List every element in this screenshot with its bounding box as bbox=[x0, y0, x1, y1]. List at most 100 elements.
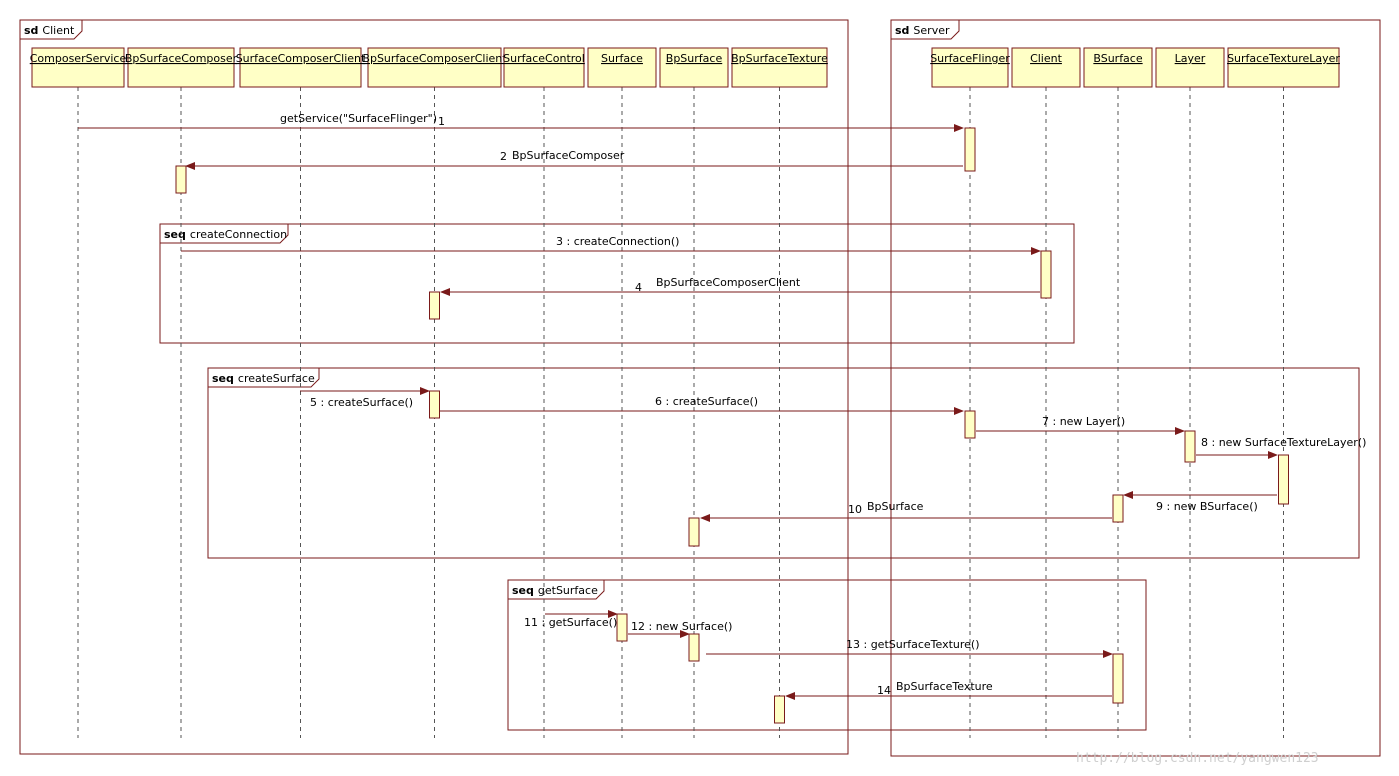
lifeline-BSurface: BSurface bbox=[1083, 47, 1153, 738]
message-11: 11 : getSurface() bbox=[524, 610, 618, 629]
lifeline-box bbox=[127, 47, 235, 88]
frame-keyword: sd bbox=[895, 24, 909, 37]
activation-bar-BpSurfaceComposer bbox=[175, 165, 187, 194]
message-label: 11 : getSurface() bbox=[524, 616, 617, 629]
message-12: 12 : new Surface() bbox=[628, 620, 732, 638]
message-1: getService("SurfaceFlinger")1 bbox=[78, 112, 964, 132]
activation-bar-SurfaceFlinger bbox=[964, 127, 976, 172]
lifeline-box bbox=[503, 47, 585, 88]
message-10: BpSurface 10 bbox=[700, 500, 1112, 522]
frame-name: getSurface bbox=[538, 584, 598, 597]
message-6: 6 : createSurface() bbox=[440, 395, 964, 415]
lifeline-label: SurfaceControl bbox=[503, 52, 585, 65]
message-label: getService("SurfaceFlinger") bbox=[280, 112, 437, 125]
frame-server: sd Server bbox=[890, 19, 1381, 757]
frame-name: createConnection bbox=[190, 228, 287, 241]
lifeline-label: Client bbox=[1030, 52, 1063, 65]
message-number: 4 bbox=[635, 281, 642, 294]
message-label: 3 : createConnection() bbox=[556, 235, 679, 248]
message-number: 10 bbox=[848, 503, 862, 516]
lifeline-label: SurfaceFlinger bbox=[930, 52, 1010, 65]
message-label: BpSurfaceComposer bbox=[512, 149, 625, 162]
lifeline-label: BpSurfaceComposer bbox=[125, 52, 238, 65]
activation-bar-Layer bbox=[1184, 430, 1196, 463]
frame-tab bbox=[507, 579, 605, 600]
lifeline-box bbox=[587, 47, 657, 88]
frame-border bbox=[159, 223, 1075, 344]
lifeline-Client: Client bbox=[1011, 47, 1081, 738]
frame-keyword: seq bbox=[164, 228, 186, 241]
lifeline-box bbox=[367, 47, 502, 88]
message-label: 8 : new SurfaceTextureLayer() bbox=[1201, 436, 1366, 449]
lifeline-BpSurfaceComposer: BpSurfaceComposer bbox=[125, 47, 238, 738]
frame-seq_createSurface: seq createSurface bbox=[207, 367, 1360, 559]
message-number: 14 bbox=[877, 684, 891, 697]
lifeline-label: ComposerService bbox=[30, 52, 127, 65]
lifeline-SurfaceControl: SurfaceControl bbox=[503, 47, 585, 738]
lifeline-box bbox=[659, 47, 729, 88]
lifeline-label: SurfaceTextureLayer bbox=[1227, 52, 1340, 65]
message-label: 13 : getSurfaceTexture() bbox=[846, 638, 980, 651]
lifeline-ComposerService: ComposerService bbox=[30, 47, 127, 738]
lifeline-label: BpSurfaceComposerClient bbox=[362, 52, 507, 65]
message-label: BpSurface bbox=[867, 500, 924, 513]
lifeline-box bbox=[1155, 47, 1225, 88]
lifeline-label: SurfaceComposerClient bbox=[236, 52, 366, 65]
activation-bar-BpSurfaceTexture bbox=[774, 695, 785, 724]
message-label: 9 : new BSurface() bbox=[1156, 500, 1258, 513]
lifeline-box bbox=[1011, 47, 1081, 88]
frame-title: sd Server bbox=[895, 24, 950, 37]
activation-bar-Surface bbox=[616, 613, 628, 642]
watermark-text: http://blog.csdn.net/yangwen123 bbox=[1076, 751, 1319, 766]
frame-title: sd Client bbox=[24, 24, 75, 37]
message-3: 3 : createConnection() bbox=[181, 235, 1041, 255]
frame-border bbox=[890, 19, 1381, 757]
message-label: BpSurfaceTexture bbox=[896, 680, 993, 693]
activation-bar-BpSurface bbox=[688, 633, 700, 662]
lifeline-SurfaceTextureLayer: SurfaceTextureLayer bbox=[1227, 47, 1340, 738]
frame-title: seq getSurface bbox=[512, 584, 598, 597]
frame-name: Server bbox=[913, 24, 950, 37]
frame-tab bbox=[890, 19, 960, 40]
activation-bar-SurfaceFlinger bbox=[964, 410, 976, 439]
activation-bar-SurfaceTextureLayer bbox=[1278, 454, 1289, 505]
message-label: 7 : new Layer() bbox=[1042, 415, 1125, 428]
activation-bar-BpSurface bbox=[688, 517, 700, 547]
lifeline-label: Surface bbox=[601, 52, 643, 65]
lifeline-box bbox=[731, 47, 828, 88]
frame-title: seq createConnection bbox=[164, 228, 287, 241]
lifeline-Layer: Layer bbox=[1155, 47, 1225, 738]
frame-border bbox=[207, 367, 1360, 559]
frame-name: createSurface bbox=[238, 372, 315, 385]
lifeline-box bbox=[1083, 47, 1153, 88]
frame-keyword: seq bbox=[212, 372, 234, 385]
frame-border bbox=[19, 19, 849, 755]
lifeline-label: BpSurfaceTexture bbox=[731, 52, 828, 65]
message-number: 2 bbox=[500, 150, 507, 163]
frame-title: seq createSurface bbox=[212, 372, 315, 385]
lifeline-BpSurface: BpSurface bbox=[659, 47, 729, 738]
activation-bar-BSurface bbox=[1112, 653, 1124, 704]
activation-bar-Client bbox=[1040, 250, 1052, 299]
frame-name: Client bbox=[42, 24, 75, 37]
lifeline-box bbox=[239, 47, 362, 88]
frame-keyword: sd bbox=[24, 24, 38, 37]
message-label: 12 : new Surface() bbox=[631, 620, 732, 633]
activation-bar-BSurface bbox=[1112, 494, 1124, 523]
frame-seq_getSurface: seq getSurface bbox=[507, 579, 1147, 731]
frame-seq_createConnection: seq createConnection bbox=[159, 223, 1075, 344]
message-7: 7 : new Layer() bbox=[976, 415, 1185, 435]
frame-client: sd Client bbox=[19, 19, 849, 755]
lifeline-SurfaceComposerClient: SurfaceComposerClient bbox=[236, 47, 366, 738]
message-label: 5 : createSurface() bbox=[310, 396, 413, 409]
frame-tab bbox=[159, 223, 289, 244]
message-number: 1 bbox=[438, 115, 445, 128]
lifeline-label: BpSurface bbox=[666, 52, 723, 65]
message-2: BpSurfaceComposer 2 bbox=[185, 149, 963, 170]
lifeline-label: Layer bbox=[1175, 52, 1206, 65]
lifeline-box bbox=[931, 47, 1009, 88]
lifeline-Surface: Surface bbox=[587, 47, 657, 738]
frame-keyword: seq bbox=[512, 584, 534, 597]
